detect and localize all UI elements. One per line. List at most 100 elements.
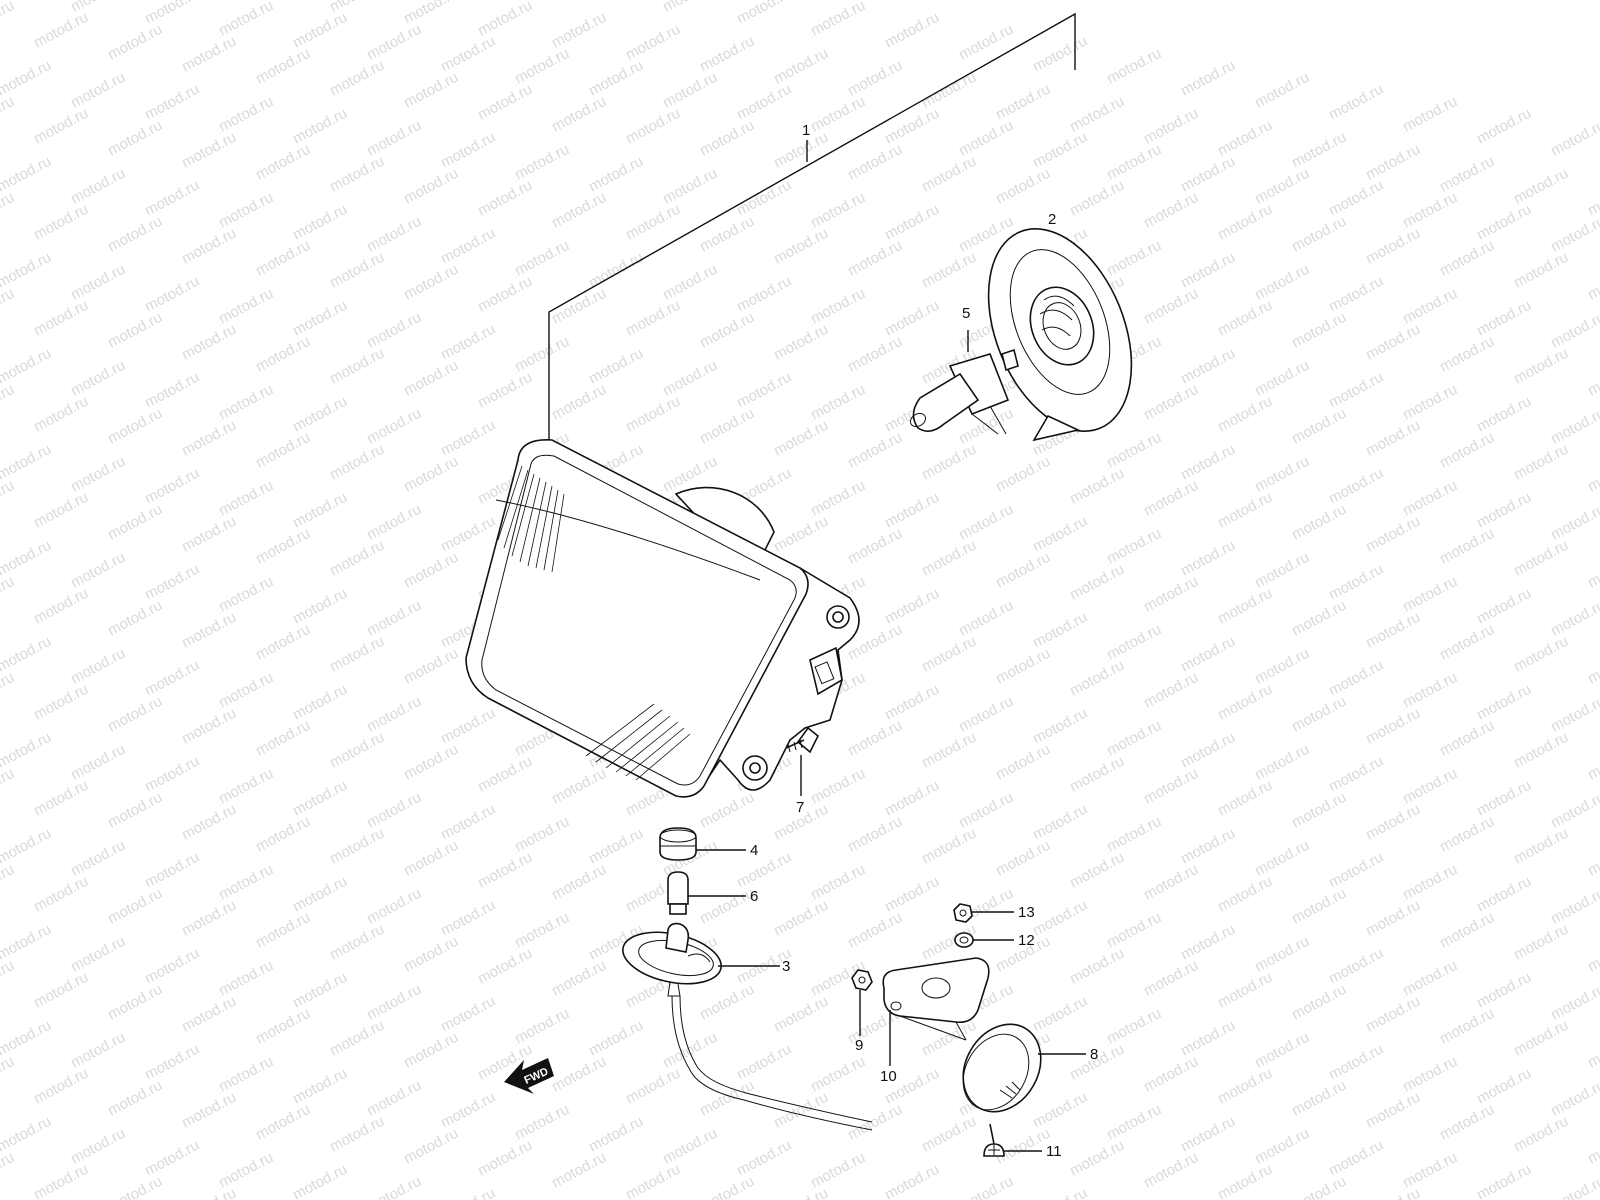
watermark-text: motod.ru: [105, 213, 165, 256]
watermark-text: motod.ru: [1178, 1113, 1238, 1156]
watermark-text: motod.ru: [1326, 177, 1386, 220]
callout-labels: 1 2 3 4 5 6 7 8 9 10 11 12 13: [750, 122, 1098, 1160]
watermark-text: motod.ru: [364, 21, 424, 64]
watermark-text: motod.ru: [1585, 453, 1600, 496]
watermark-text: motod.ru: [327, 57, 387, 100]
watermark-text: motod.ru: [142, 753, 202, 796]
watermark-text: motod.ru: [1400, 669, 1460, 712]
watermark-text: motod.ru: [179, 897, 239, 940]
watermark-text: motod.ru: [1141, 765, 1201, 808]
watermark-text: motod.ru: [216, 765, 276, 808]
watermark-text: motod.ru: [1437, 621, 1497, 664]
watermark-text: motod.ru: [68, 1029, 128, 1072]
watermark-text: motod.ru: [1474, 585, 1534, 628]
reflector-8: [962, 1023, 1086, 1113]
watermark-text: motod.ru: [105, 1173, 165, 1200]
watermark-text: motod.ru: [956, 21, 1016, 64]
watermark-text: motod.ru: [1289, 597, 1349, 640]
watermark-text: motod.ru: [734, 849, 794, 892]
watermark-text: motod.ru: [512, 45, 572, 88]
watermark-text: motod.ru: [1030, 129, 1090, 172]
watermark-text: motod.ru: [1474, 969, 1534, 1012]
watermark-text: motod.ru: [771, 513, 831, 556]
watermark-text: motod.ru: [327, 729, 387, 772]
watermark-text: motod.ru: [401, 837, 461, 880]
watermark-text: motod.ru: [1548, 885, 1600, 928]
watermark-text: motod.ru: [586, 153, 646, 196]
watermark-text: motod.ru: [1215, 681, 1275, 724]
watermark-text: motod.ru: [1548, 789, 1600, 832]
watermark-text: motod.ru: [290, 585, 350, 628]
watermark-text: motod.ru: [438, 321, 498, 364]
watermark-text: motod.ru: [919, 537, 979, 580]
watermark-text: motod.ru: [1585, 549, 1600, 592]
watermark-text: motod.ru: [1363, 1185, 1423, 1200]
watermark-text: motod.ru: [68, 933, 128, 976]
watermark-text: motod.ru: [956, 117, 1016, 160]
watermark-text: motod.ru: [549, 381, 609, 424]
watermark-text: motod.ru: [364, 501, 424, 544]
watermark-text: motod.ru: [290, 9, 350, 52]
watermark-text: motod.ru: [1215, 777, 1275, 820]
watermark-text: motod.ru: [179, 801, 239, 844]
watermark-text: motod.ru: [31, 9, 91, 52]
watermark-text: motod.ru: [438, 1089, 498, 1132]
watermark-text: motod.ru: [1400, 477, 1460, 520]
watermark-text: motod.ru: [1067, 465, 1127, 508]
watermark-text: motod.ru: [216, 669, 276, 712]
watermark-text: motod.ru: [1326, 1041, 1386, 1084]
watermark-text: motod.ru: [734, 0, 794, 28]
watermark-text: motod.ru: [1178, 633, 1238, 676]
watermark-text: motod.ru: [1548, 117, 1600, 160]
callout-1: 1: [802, 122, 810, 139]
watermark-text: motod.ru: [364, 117, 424, 160]
watermark-text: motod.ru: [586, 1017, 646, 1060]
watermark-text: motod.ru: [31, 777, 91, 820]
watermark-text: motod.ru: [1252, 645, 1312, 688]
watermark-text: motod.ru: [475, 945, 535, 988]
watermark-text: motod.ru: [882, 489, 942, 532]
watermark-text: motod.ru: [808, 765, 868, 808]
watermark-text: motod.ru: [734, 1041, 794, 1084]
watermark-text: motod.ru: [956, 597, 1016, 640]
callout-10: 10: [880, 1068, 897, 1085]
watermark-text: motod.ru: [734, 177, 794, 220]
watermark-text: motod.ru: [586, 0, 646, 4]
watermark-text: motod.ru: [512, 237, 572, 280]
watermark-text: motod.ru: [290, 1161, 350, 1200]
watermark-text: motod.ru: [1141, 189, 1201, 232]
watermark-text: motod.ru: [1104, 621, 1164, 664]
watermark-text: motod.ru: [105, 405, 165, 448]
halogen-bulb-5: [909, 330, 1019, 435]
watermark-text: motod.ru: [327, 1113, 387, 1156]
watermark-text: motod.ru: [697, 981, 757, 1024]
watermark-text: motod.ru: [179, 417, 239, 460]
callout-4: 4: [750, 842, 758, 859]
watermark-text: motod.ru: [327, 825, 387, 868]
watermark-text: motod.ru: [1585, 357, 1600, 400]
watermark-text: motod.ru: [1289, 309, 1349, 352]
watermark-text: motod.ru: [0, 957, 17, 1000]
watermark-text: motod.ru: [1400, 93, 1460, 136]
watermark-text: motod.ru: [475, 0, 535, 40]
watermark-text: motod.ru: [290, 393, 350, 436]
watermark-text: motod.ru: [1141, 573, 1201, 616]
watermark-text: motod.ru: [1437, 717, 1497, 760]
watermark-text: motod.ru: [1400, 573, 1460, 616]
watermark-text: motod.ru: [586, 249, 646, 292]
watermark-text: motod.ru: [1104, 1005, 1164, 1048]
watermark-text: motod.ru: [1437, 333, 1497, 376]
watermark-text: motod.ru: [1067, 849, 1127, 892]
watermark-text: motod.ru: [882, 297, 942, 340]
watermark-text: motod.ru: [1067, 657, 1127, 700]
watermark-text: motod.ru: [31, 1161, 91, 1200]
watermark-text: motod.ru: [1363, 705, 1423, 748]
watermark-text: motod.ru: [327, 537, 387, 580]
watermark-text: motod.ru: [1548, 1077, 1600, 1120]
watermark-text: motod.ru: [0, 669, 17, 712]
watermark-text: motod.ru: [586, 345, 646, 388]
watermark-text: motod.ru: [1289, 129, 1349, 172]
callout-13: 13: [1018, 904, 1035, 921]
watermark-text: motod.ru: [1437, 1005, 1497, 1048]
watermark-text: motod.ru: [179, 321, 239, 364]
